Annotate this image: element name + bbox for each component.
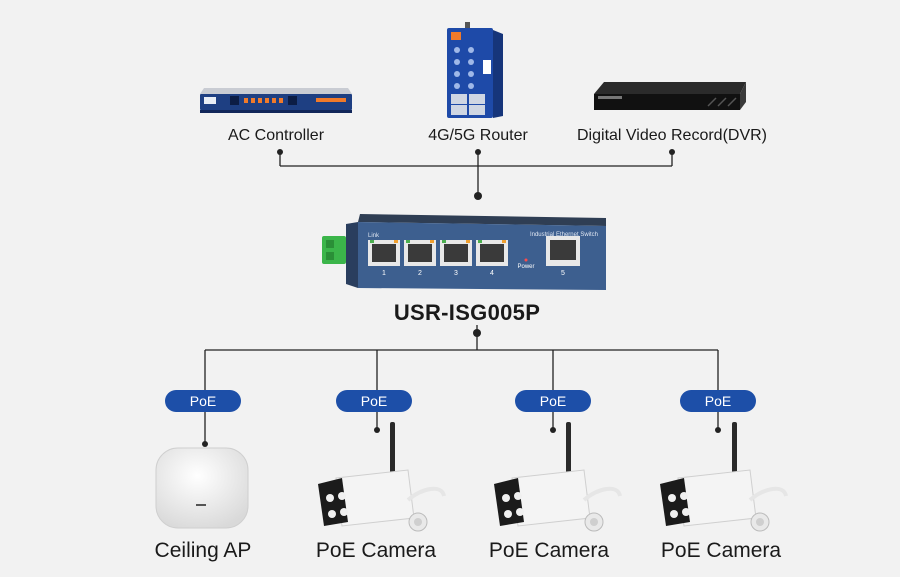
ceiling-ap-label: Ceiling AP	[154, 539, 252, 562]
poe-camera-icon	[660, 422, 788, 532]
port-number-5: 5	[561, 270, 565, 277]
switch-ports	[368, 236, 580, 266]
poe-camera-icon	[494, 422, 622, 532]
poe-badge: PoE	[165, 390, 241, 412]
ceiling-ap-icon	[155, 447, 249, 529]
rack-controller-icon	[200, 88, 352, 113]
poe-camera-label: PoE Camera	[660, 539, 782, 562]
switch-icon: Link Industrial Ethernet Switch 1 2 3 4 …	[322, 214, 606, 290]
industrial-router-icon	[447, 22, 503, 118]
poe-badge: PoE	[336, 390, 412, 412]
router-label: 4G/5G Router	[428, 127, 528, 144]
switch-model-label: USR-ISG005P	[393, 300, 541, 325]
poe-badge: PoE	[515, 390, 591, 412]
port-number-3: 3	[454, 270, 458, 277]
switch-power-text: Power	[517, 264, 534, 270]
switch-link-text: Link	[368, 233, 380, 239]
dvr-label: Digital Video Record(DVR)	[577, 127, 767, 144]
port-number-4: 4	[490, 270, 494, 277]
dvr-icon	[594, 82, 746, 110]
poe-camera-label: PoE Camera	[488, 539, 610, 562]
poe-camera-icon	[318, 422, 446, 532]
port-number-1: 1	[382, 270, 386, 277]
switch-brand-text: Industrial Ethernet Switch	[530, 232, 598, 238]
poe-camera-label: PoE Camera	[315, 539, 437, 562]
ac-controller-label: AC Controller	[227, 127, 325, 144]
port-number-2: 2	[418, 270, 422, 277]
poe-badge: PoE	[680, 390, 756, 412]
